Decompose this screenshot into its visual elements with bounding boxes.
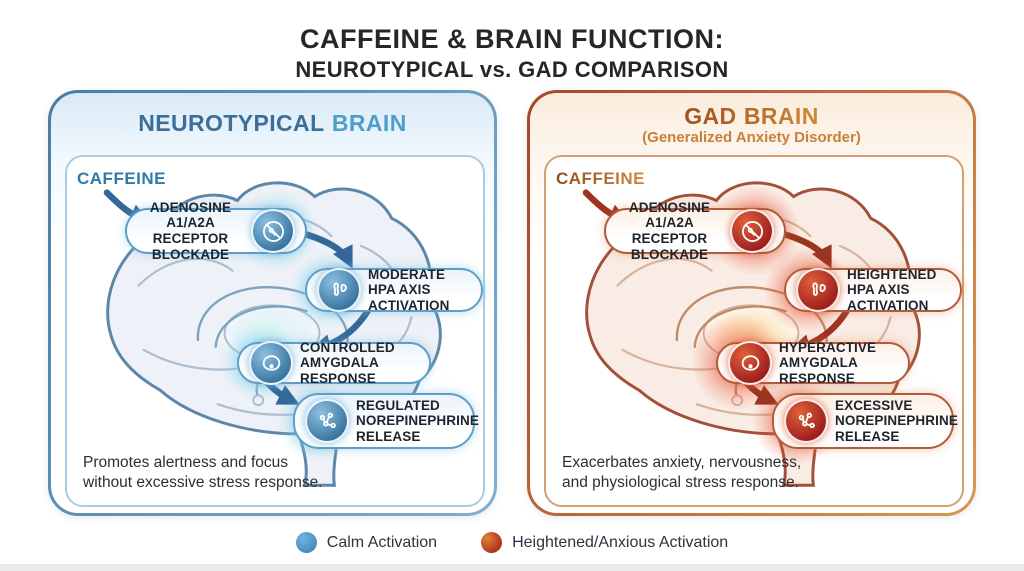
panel-gad-header: GAD BRAIN (Generalized Anxiety Disorder) [530, 93, 973, 157]
anxious-activation-dot-icon [481, 532, 503, 553]
panel-title-part1: GAD [684, 103, 737, 130]
step-label: HYPERACTIVE AMYGDALA RESPONSE [779, 339, 877, 386]
brain-diagram-area: CAFFEINE ADENOSINE A1/A2A RECEPTOR BLOCK… [65, 155, 485, 507]
panel-title-part1: NEUROTYPICAL [138, 109, 325, 136]
title-line-1: CAFFEINE & BRAIN FUNCTION: [300, 24, 724, 54]
legend-label: Heightened/Anxious Activation [512, 533, 729, 551]
panel-neurotypical-header: NEUROTYPICAL BRAIN [51, 93, 494, 153]
step-label: MODERATE HPA AXIS ACTIVATION [368, 266, 450, 313]
step-hpa-activation: MODERATE HPA AXIS ACTIVATION [305, 266, 483, 313]
panel-gad: GAD BRAIN (Generalized Anxiety Disorder) [527, 90, 976, 516]
panel-subtitle: (Generalized Anxiety Disorder) [642, 129, 861, 147]
legend-item-calm: Calm Activation [295, 532, 438, 553]
amygdala-icon [249, 341, 293, 385]
norepinephrine-molecule-icon [784, 399, 828, 443]
step-amygdala-response: HYPERACTIVE AMYGDALA RESPONSE [716, 339, 910, 386]
step-label: CONTROLLED AMYGDALA RESPONSE [300, 339, 395, 386]
step-label: REGULATED NOREPINEPHRINE RELEASE [356, 397, 479, 444]
step-norepinephrine-release: EXCESSIVE NOREPINEPHRINE RELEASE [772, 393, 958, 449]
step-adenosine-blockade: ADENOSINE A1/A2A RECEPTOR BLOCKADE [604, 200, 786, 262]
panel-title: NEUROTYPICAL BRAIN [138, 110, 406, 137]
hpa-gland-icon [317, 268, 361, 312]
legend-item-anxious: Heightened/Anxious Activation [481, 532, 728, 553]
calm-activation-dot-icon [295, 532, 317, 553]
blocked-adenosine-receptor-icon [251, 209, 295, 253]
step-hpa-activation: HEIGHTENED HPA AXIS ACTIVATION [784, 266, 962, 313]
step-label: HEIGHTENED HPA AXIS ACTIVATION [847, 266, 937, 313]
bottom-edge-strip [0, 564, 1024, 571]
title-line-2: NEUROTYPICAL vs. GAD COMPARISON [295, 57, 729, 82]
blocked-adenosine-receptor-icon [730, 209, 774, 253]
step-adenosine-blockade: ADENOSINE A1/A2A RECEPTOR BLOCKADE [125, 200, 307, 262]
panel-title-part2: BRAIN [331, 109, 407, 136]
panel-title: GAD BRAIN [684, 103, 819, 130]
step-label: EXCESSIVE NOREPINEPHRINE RELEASE [835, 397, 958, 444]
step-norepinephrine-release: REGULATED NOREPINEPHRINE RELEASE [293, 393, 479, 449]
amygdala-icon [728, 341, 772, 385]
panel-title-part2: BRAIN [743, 103, 819, 130]
caffeine-label: CAFFEINE [77, 169, 166, 188]
caffeine-label: CAFFEINE [556, 169, 645, 188]
hpa-gland-icon [796, 268, 840, 312]
page-title: CAFFEINE & BRAIN FUNCTION: NEUROTYPICAL … [0, 24, 1024, 83]
panel-summary: Exacerbates anxiety, nervousness, and ph… [562, 454, 802, 492]
panel-neurotypical: NEUROTYPICAL BRAIN [48, 90, 497, 516]
legend: Calm Activation Heightened/Anxious Activ… [0, 532, 1024, 553]
legend-label: Calm Activation [326, 533, 438, 551]
step-label: ADENOSINE A1/A2A RECEPTOR BLOCKADE [628, 199, 711, 262]
step-label: ADENOSINE A1/A2A RECEPTOR BLOCKADE [149, 199, 232, 262]
norepinephrine-molecule-icon [305, 399, 349, 443]
brain-diagram-area: CAFFEINE ADENOSINE A1/A2A RECEPTOR BLOCK… [544, 155, 964, 507]
panel-summary: Promotes alertness and focus without exc… [83, 454, 323, 492]
step-amygdala-response: CONTROLLED AMYGDALA RESPONSE [237, 339, 431, 386]
